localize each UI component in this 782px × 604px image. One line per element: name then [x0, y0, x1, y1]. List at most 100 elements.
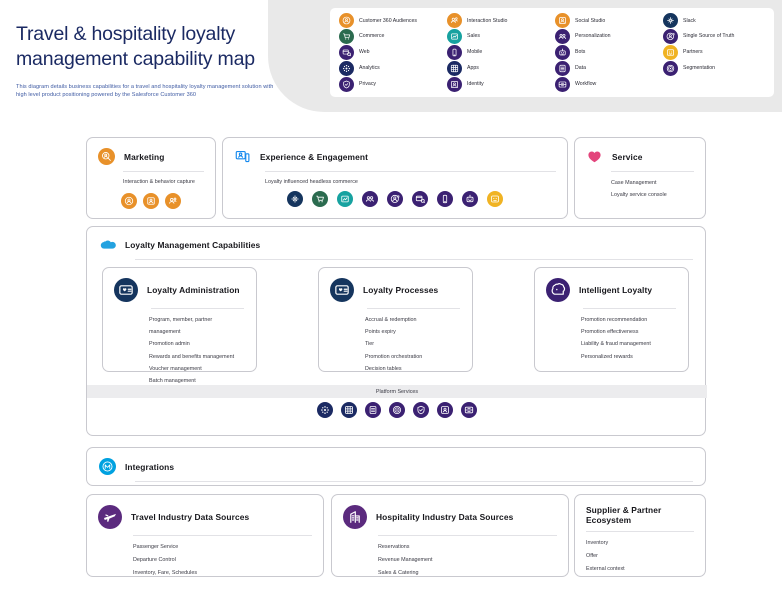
legend-item-personalization[interactable]: Personalization: [552, 29, 660, 45]
integrations-header: Integrations: [87, 448, 705, 475]
segmentation-icon: [389, 402, 405, 418]
legend-item-label: Privacy: [359, 80, 377, 87]
legend-item-slack[interactable]: Slack: [660, 13, 768, 29]
marketing-card[interactable]: Marketing Interaction & behavior capture: [86, 137, 216, 219]
page-title: Travel & hospitality loyalty management …: [16, 23, 255, 70]
loyalty-management-capabilities-card[interactable]: Loyalty Management Capabilities Loyalty …: [86, 226, 707, 436]
bullet-item: Promotion recommendation: [581, 317, 648, 323]
supplier-card-title: Supplier & Partner Ecosystem: [586, 505, 662, 525]
experience-title: Experience & Engagement: [260, 151, 368, 162]
customer-360-audiences-icon: [121, 193, 137, 209]
legend-item-data[interactable]: Data: [552, 60, 660, 76]
workflow-icon: [461, 402, 477, 418]
platform-services-icon-row: [87, 402, 707, 418]
bullet-item: Liability & fraud management: [581, 341, 651, 348]
marketing-magnifier-icon: [98, 148, 115, 165]
legend-item-single-source-of-truth[interactable]: Single Source of Truth: [660, 29, 768, 45]
legend-item-label: Slack: [683, 17, 696, 24]
salesforce-cloud-icon: [99, 236, 116, 253]
bullet-item: Tier: [365, 341, 375, 348]
legend-item-sales[interactable]: Sales: [444, 29, 552, 45]
page-subtitle: This diagram details business capabiliti…: [16, 84, 274, 99]
experience-engagement-card[interactable]: Experience & Engagement Loyalty influenc…: [222, 137, 568, 219]
legend-item-analytics[interactable]: Analytics: [336, 60, 444, 76]
integrations-title: Integrations: [125, 461, 175, 472]
single-source-of-truth-icon: [663, 29, 678, 45]
airplane-icon: [98, 505, 122, 529]
mobile-icon: [447, 44, 462, 60]
legend-item-customer-360-audiences[interactable]: Customer 360 Audiences: [336, 13, 444, 29]
marketing-subtext: Interaction & behavior capture: [123, 179, 195, 185]
legend-item-label: Social Studio: [575, 17, 606, 24]
legend-item-social-studio[interactable]: Social Studio: [552, 13, 660, 29]
single-source-of-truth-icon: [387, 191, 403, 207]
legend-item-identity[interactable]: Identity: [444, 76, 552, 92]
experience-screen-icon: [234, 148, 251, 165]
travel-industry-data-sources-card[interactable]: Travel Industry Data Sources Passenger S…: [86, 494, 324, 577]
workflow-icon: [555, 76, 570, 92]
commerce-icon: [339, 29, 354, 45]
divider: [135, 481, 693, 482]
legend-item-label: Bots: [575, 49, 586, 56]
service-heart-icon: [586, 148, 603, 165]
analytics-icon: [317, 402, 333, 418]
legend-item-partners[interactable]: Partners: [660, 44, 768, 60]
legend-item-workflow[interactable]: Workflow: [552, 76, 660, 92]
experience-subtext: Loyalty influenced headless commerce: [265, 179, 358, 185]
service-title: Service: [612, 151, 643, 162]
intelligent-loyalty-title: Intelligent Loyalty: [579, 285, 653, 295]
legend-item-web[interactable]: Web: [336, 44, 444, 60]
apps-icon: [341, 402, 357, 418]
divider: [583, 308, 676, 309]
legend-item-commerce[interactable]: Commerce: [336, 29, 444, 45]
bullet-item: Promotion orchestration: [365, 353, 423, 360]
travel-card-title: Travel Industry Data Sources: [131, 512, 250, 522]
experience-icon-row: [223, 185, 567, 207]
intelligent-loyalty-card[interactable]: Intelligent Loyalty Promotion recommenda…: [534, 267, 689, 372]
hospitality-card-header: Hospitality Industry Data Sources: [332, 495, 568, 529]
bullet-item: Revenue Management: [378, 557, 433, 563]
legend-item-bots[interactable]: Bots: [552, 44, 660, 60]
slack-icon: [663, 13, 678, 29]
bullet-item: Accrual & redemption: [365, 317, 417, 323]
legend-item-apps[interactable]: Apps: [444, 60, 552, 76]
bullet-item: Rewards and benefits management: [149, 353, 235, 360]
loyalty-administration-card[interactable]: Loyalty Administration Program, member, …: [102, 267, 257, 384]
legend-item-label: Apps: [467, 64, 479, 71]
legend-item-label: Commerce: [359, 33, 385, 40]
marketing-icon-row: [87, 185, 215, 209]
data-icon: [365, 402, 381, 418]
bullet-item: Passenger Service: [133, 544, 179, 550]
privacy-icon: [413, 402, 429, 418]
integrations-card[interactable]: Integrations: [86, 447, 706, 486]
partners-icon: [663, 44, 678, 60]
apps-icon: [447, 60, 462, 76]
legend-item-privacy[interactable]: Privacy: [336, 76, 444, 92]
hospitality-industry-data-sources-card[interactable]: Hospitality Industry Data Sources Reserv…: [331, 494, 569, 577]
identity-icon: [447, 76, 462, 92]
legend-item-segmentation[interactable]: Segmentation: [660, 60, 768, 76]
legend-item-label: Web: [359, 49, 370, 56]
travel-card-header: Travel Industry Data Sources: [87, 495, 323, 529]
divider: [378, 535, 557, 536]
legend-item-interaction-studio[interactable]: Interaction Studio: [444, 13, 552, 29]
social-studio-icon: [143, 193, 159, 209]
legend-item-label: Data: [575, 64, 586, 71]
marketing-card-header: Marketing: [87, 138, 215, 165]
loyalty-card-icon: [114, 278, 138, 302]
hospitality-card-title: Hospitality Industry Data Sources: [376, 512, 514, 522]
divider: [611, 171, 694, 172]
divider: [367, 308, 460, 309]
sales-icon: [337, 191, 353, 207]
legend-item-mobile[interactable]: Mobile: [444, 44, 552, 60]
platform-services-bar: Platform Services: [87, 385, 707, 398]
